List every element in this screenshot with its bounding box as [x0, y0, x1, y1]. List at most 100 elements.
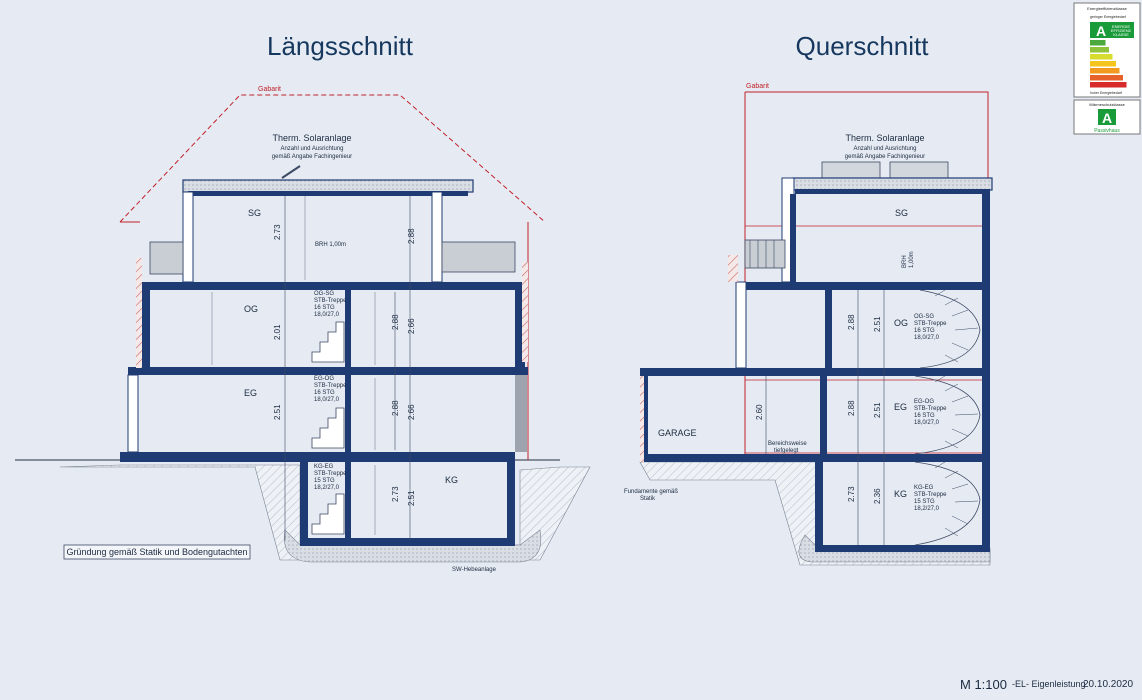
stair-og-sg-left: OG-SG STB-Treppe 16 STG 18,0/27,0 [314, 291, 347, 318]
svg-text:16 STG: 16 STG [914, 328, 935, 334]
gruendung-note-box [63, 544, 251, 560]
svg-text:Bereichsweise: Bereichsweise [768, 441, 807, 447]
svg-text:16 STG: 16 STG [314, 390, 335, 396]
energy-bar-3 [1090, 54, 1113, 60]
svg-text:Statik: Statik [640, 496, 656, 502]
svg-text:2.88: 2.88 [847, 400, 856, 416]
svg-text:2.88: 2.88 [391, 400, 400, 416]
svg-text:gemäß Angabe Fachingenieur: gemäß Angabe Fachingenieur [845, 154, 925, 160]
svg-text:2.88: 2.88 [407, 228, 416, 244]
energy-bar-7 [1090, 82, 1127, 88]
svg-text:hoher Energiebedarf: hoher Energiebedarf [1090, 91, 1122, 95]
svg-text:2.51: 2.51 [873, 402, 882, 418]
svg-text:2.51: 2.51 [873, 316, 882, 332]
svg-text:KLASSE: KLASSE [1113, 32, 1129, 37]
energy-bar-1 [1090, 40, 1106, 46]
solar-label-right: Therm. Solaranlage [845, 133, 924, 143]
svg-text:2.73: 2.73 [273, 224, 282, 240]
slab-eg [128, 367, 528, 375]
room-og-left: OG [244, 304, 258, 314]
svg-text:18,2/27,0: 18,2/27,0 [914, 506, 940, 512]
energy-label: Energieeffizienzklasse geringer Energieb… [1073, 2, 1141, 135]
svg-text:OG-SG: OG-SG [914, 314, 934, 320]
svg-text:STB-Treppe: STB-Treppe [314, 383, 347, 389]
stair-kg-eg-right: KG-EG STB-Treppe 15 STG 18,2/27,0 [914, 485, 947, 512]
heat-class-a: A [1102, 110, 1112, 126]
svg-text:2.73: 2.73 [391, 486, 400, 502]
svg-text:2.51: 2.51 [273, 404, 282, 420]
svg-text:tiefgelegt: tiefgelegt [774, 448, 799, 454]
date-label: 20.10.2020 [1083, 679, 1133, 690]
svg-text:BRH: BRH [902, 255, 908, 268]
svg-text:STB-Treppe: STB-Treppe [914, 492, 947, 498]
svg-text:Energieeffizienzklasse: Energieeffizienzklasse [1087, 6, 1128, 11]
gruendung-note: Gründung gemäß Statik und Bodengutachten [66, 547, 247, 557]
stair-og-sg-right: OG-SG STB-Treppe 16 STG 18,0/27,0 [914, 314, 947, 341]
svg-text:15 STG: 15 STG [314, 478, 335, 484]
svg-text:2.51: 2.51 [407, 490, 416, 506]
slab-og [140, 282, 525, 290]
svg-text:Fundamente gemäß: Fundamente gemäß [624, 489, 678, 495]
svg-text:1,00m: 1,00m [909, 251, 915, 268]
room-kg-left: KG [445, 475, 458, 485]
svg-text:18,0/27,0: 18,0/27,0 [314, 312, 340, 318]
stair-kg-eg-left: KG-EG STB-Treppe 15 STG 18,2/27,0 [314, 464, 347, 491]
svg-text:2.66: 2.66 [407, 404, 416, 420]
slab-kg [120, 452, 515, 462]
hebeanlage-label: SW-Hebeanlage [452, 567, 497, 573]
stair-eg-og-left: EG-OG STB-Treppe 16 STG 18,0/27,0 [314, 376, 347, 403]
room-kg-right: KG [894, 489, 907, 499]
svg-text:2.88: 2.88 [847, 314, 856, 330]
svg-text:Anzahl und Ausrichtung: Anzahl und Ausrichtung [853, 146, 916, 152]
svg-text:Wärmeschutzklasse: Wärmeschutzklasse [1089, 102, 1126, 107]
svg-text:gemäß Angabe Fachingenieur: gemäß Angabe Fachingenieur [272, 154, 352, 160]
gabarit-label-left: Gabarit [258, 86, 281, 93]
owner-label: -EL- Eigenleistung [1012, 679, 1086, 689]
svg-text:EFFIZIENZ: EFFIZIENZ [1111, 28, 1132, 33]
svg-text:EG-OG: EG-OG [914, 399, 934, 405]
energy-bar-2 [1090, 47, 1109, 53]
stair-eg-og-right: EG-OG STB-Treppe 16 STG 18,0/27,0 [914, 399, 947, 426]
svg-text:2.01: 2.01 [273, 324, 282, 340]
svg-text:STB-Treppe: STB-Treppe [314, 298, 347, 304]
svg-text:STB-Treppe: STB-Treppe [914, 406, 947, 412]
svg-text:STB-Treppe: STB-Treppe [914, 321, 947, 327]
svg-text:2.60: 2.60 [755, 404, 764, 420]
svg-text:KG-EG: KG-EG [314, 464, 334, 470]
brh-label-left: BRH 1,00m [315, 242, 346, 248]
svg-text:EG-OG: EG-OG [314, 376, 334, 382]
scale-label: M 1:100 [960, 677, 1007, 692]
energy-bar-6 [1090, 75, 1123, 81]
svg-text:ENERGIE: ENERGIE [1112, 24, 1130, 29]
svg-text:2.88: 2.88 [391, 314, 400, 330]
svg-text:OG-SG: OG-SG [314, 291, 334, 297]
room-eg-right: EG [894, 402, 907, 412]
solar-label-left: Therm. Solaranlage [272, 133, 351, 143]
svg-text:STB-Treppe: STB-Treppe [314, 471, 347, 477]
svg-text:2.73: 2.73 [847, 486, 856, 502]
svg-text:16 STG: 16 STG [314, 305, 335, 311]
svg-text:15 STG: 15 STG [914, 499, 935, 505]
svg-text:2.36: 2.36 [873, 488, 882, 504]
energy-class-a: A [1096, 23, 1106, 39]
querschnitt-drawing: Gabarit [624, 83, 993, 566]
svg-text:geringer Energiebedarf: geringer Energiebedarf [1090, 15, 1126, 19]
svg-text:16 STG: 16 STG [914, 413, 935, 419]
gabarit-label-right: Gabarit [746, 83, 769, 90]
svg-text:18,0/27,0: 18,0/27,0 [914, 335, 940, 341]
svg-text:KG-EG: KG-EG [914, 485, 934, 491]
svg-text:Passivhaus: Passivhaus [1094, 128, 1120, 134]
svg-text:Anzahl und Ausrichtung: Anzahl und Ausrichtung [280, 146, 343, 152]
room-sg-left: SG [248, 208, 261, 218]
room-garage: GARAGE [658, 428, 697, 438]
room-og-right: OG [894, 318, 908, 328]
laengsschnitt-drawing: Gabarit [15, 86, 591, 573]
energy-bar-4 [1090, 61, 1116, 67]
title-querschnitt: Querschnitt [796, 31, 930, 61]
svg-text:18,0/27,0: 18,0/27,0 [914, 420, 940, 426]
energy-scale-bars [1090, 40, 1127, 88]
title-laengsschnitt: Längsschnitt [267, 31, 414, 61]
energy-bar-5 [1090, 68, 1120, 74]
